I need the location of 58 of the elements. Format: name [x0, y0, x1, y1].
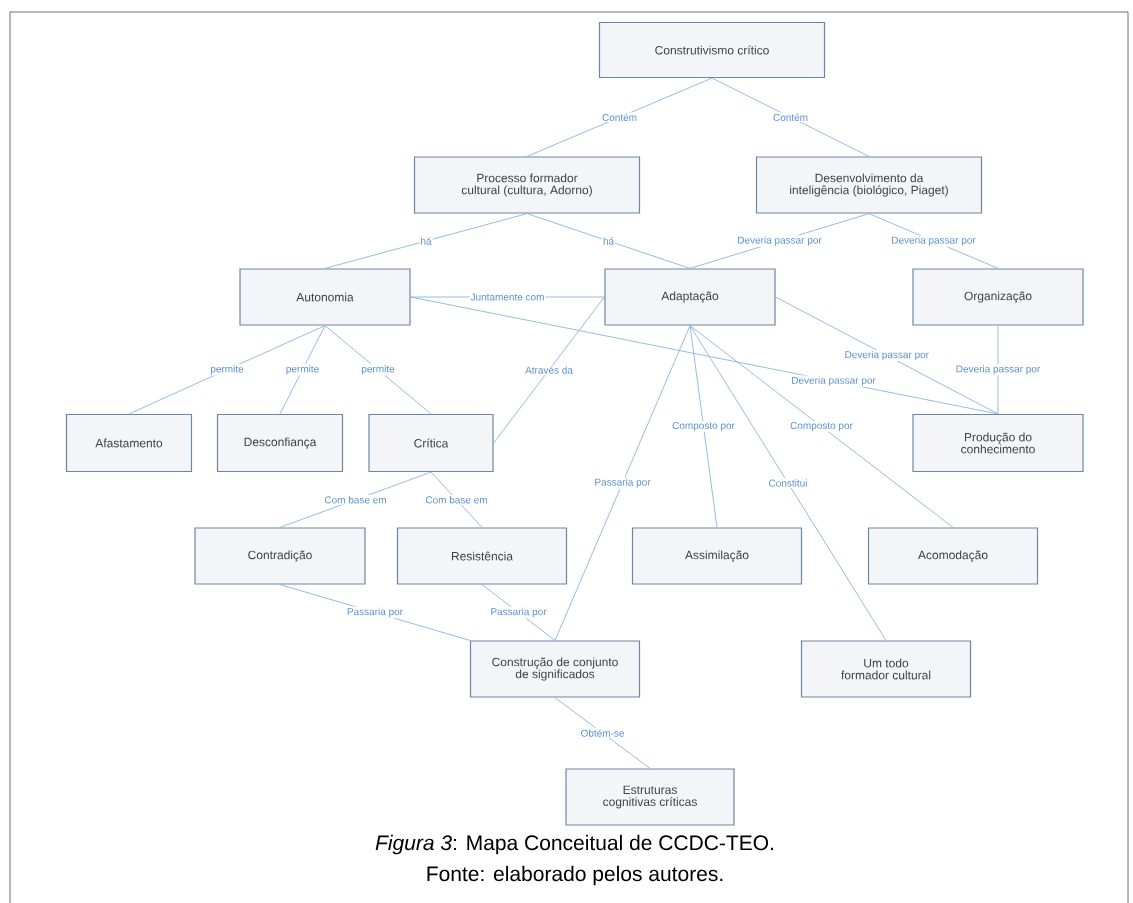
edge-label: Deveria passar por [792, 376, 876, 386]
connector-line [410, 296, 999, 415]
concept-box: Construtivismo crítico [598, 21, 826, 79]
edge-label: Deveria passar por [892, 236, 976, 246]
edge-label: Deveria passar por [738, 236, 822, 246]
connector-line [689, 325, 954, 528]
concept-box: Produção do conhecimento [912, 413, 1084, 473]
connector-line [997, 325, 999, 415]
connector-line [554, 325, 691, 641]
concept-box: Desenvolvimento da inteligência (biológico, Piaget) [755, 156, 983, 214]
connector-line [324, 325, 432, 415]
concept-box: Resistência [396, 527, 568, 585]
concept-box: Organização [912, 268, 1084, 326]
connector-line [775, 296, 999, 415]
concept-box: Desconfiança [216, 413, 344, 473]
edge-label: permite [286, 365, 319, 375]
connector-line [554, 697, 651, 769]
concept-box: Adaptação [604, 268, 776, 326]
source-note: Fonte: elaborado pelos autores. [427, 865, 723, 886]
edge-label: Juntamente com [470, 293, 544, 301]
concept-box: Construção de conjunto de significados [469, 640, 641, 698]
edge-label: há [421, 237, 432, 245]
connector-line [711, 77, 870, 157]
edge-label: Contém [773, 113, 808, 121]
connector-line [526, 213, 691, 269]
edge-label: Com base em [425, 496, 487, 504]
concept-box: Crítica [368, 413, 494, 473]
edge-label: Contém [602, 113, 637, 121]
edge-label: Obtém-se [581, 729, 624, 737]
edge-label: Passaria por [347, 607, 403, 618]
figure-caption: Figura 3: Mapa Conceitual de CCDC-TEO. [375, 834, 773, 855]
connector-line [324, 213, 528, 269]
connector-line [526, 77, 713, 157]
concept-box: Autonomia [239, 268, 411, 326]
edge-label: permite [361, 365, 395, 375]
concept-box: Processo formador cultural (cultura, Adorno) [413, 156, 641, 214]
edge-label: Deveria passar por [956, 365, 1041, 375]
edge-label: Composto por [672, 422, 735, 432]
connector-line [128, 325, 326, 415]
connector-line [689, 325, 718, 528]
edge-label: Composto por [790, 422, 853, 432]
connector-line [689, 325, 887, 641]
concept-box: Assimilação [631, 527, 803, 585]
edge-label: Com base em [324, 496, 386, 504]
edge-label: Passaria por [491, 607, 547, 618]
concept-box: Acomodação [867, 527, 1039, 585]
concept-box: Estruturas cognitivas críticas [565, 768, 735, 826]
connector-line [279, 325, 326, 415]
edge-label: há [603, 237, 615, 245]
edge-label: permite [210, 365, 244, 375]
edge-label: Passaria por [595, 478, 651, 488]
connector-line [493, 296, 605, 444]
concept-box: Contradição [194, 527, 366, 585]
concept-box: Afastamento [65, 413, 193, 473]
concept-box: Um todo formador cultural [800, 640, 972, 698]
edge-label: Deveria passar por [845, 350, 929, 361]
edge-label: Constitui [769, 479, 807, 487]
edge-label: Através da [525, 366, 573, 374]
